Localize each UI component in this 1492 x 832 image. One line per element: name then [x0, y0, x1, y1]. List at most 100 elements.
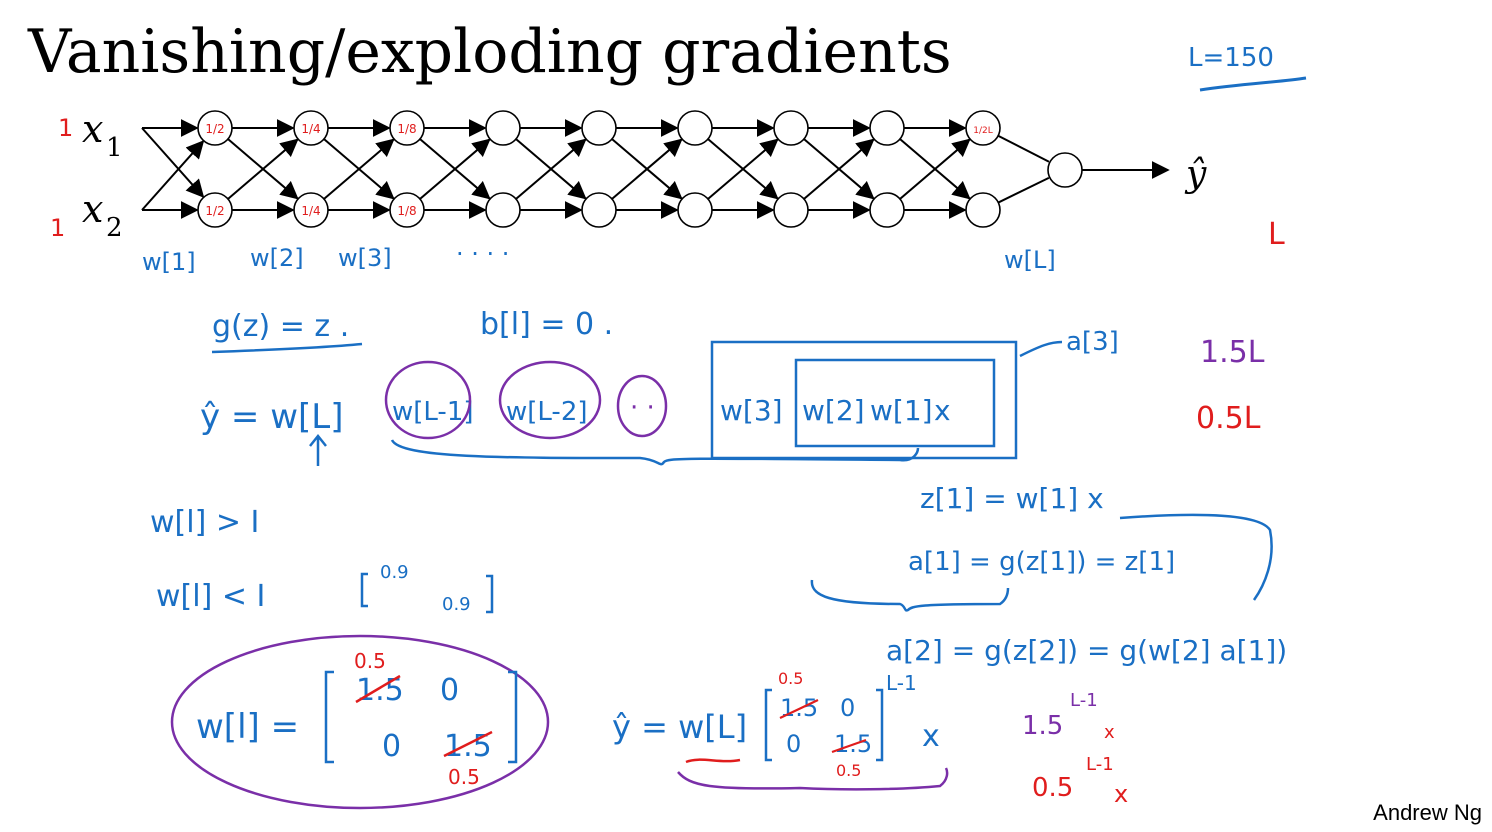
yhat-product-lhs: ŷ = w[L] [200, 397, 344, 437]
node-annotation: 1/2L [973, 126, 993, 136]
red-result: 0.5 [1032, 773, 1073, 803]
yhat-product-w-L1: w[L-1] [392, 397, 474, 427]
yhat-matrix-10: 0 [786, 730, 801, 758]
red-exp: 0.5L [1196, 401, 1261, 436]
weight-label-1: w[1] [142, 248, 196, 276]
product-brace [390, 439, 920, 466]
hidden-node [869, 192, 905, 228]
edge [611, 138, 683, 200]
w-L-squiggle [685, 758, 741, 764]
yhat-matrix-brackets [764, 688, 884, 762]
yhat-product: ŷ = w[L] w[L-1] w[L-2] · · w[3] w[2] w[1… [200, 393, 951, 466]
up-arrow [309, 433, 327, 466]
weight-label-L: w[L] [1004, 246, 1056, 274]
hidden-node [773, 110, 809, 146]
box-outer [710, 340, 1018, 460]
small-matrix-brackets [360, 572, 494, 614]
yhat-product-dots: · · [630, 393, 655, 423]
bias-note: b[l] = 0 . [480, 307, 613, 342]
hidden-node [581, 192, 617, 228]
L-red: L [1268, 217, 1285, 252]
yhat-matrix-red-top: 0.5 [778, 669, 803, 688]
w-matrix-10: 0 [382, 729, 401, 764]
yhat-underbrace [677, 767, 949, 791]
node-annotation: 1/4 [301, 122, 320, 136]
red-result-exp: L-1 [1086, 754, 1114, 775]
hidden-node [677, 110, 713, 146]
input-x2: 1 x 2 [50, 187, 123, 243]
node-annotation: 1/8 [397, 122, 416, 136]
circle-w-L1 [384, 360, 472, 440]
activation-underline [211, 342, 363, 354]
w-matrix-11: 1.5 [444, 729, 492, 764]
a1-equation: a[1] = g(z[1]) = z[1] [908, 547, 1175, 577]
hidden-node [197, 110, 233, 146]
purple-result: 1.5 [1022, 711, 1063, 741]
yhat-matrix-red-bottom: 0.5 [836, 761, 861, 780]
hidden-node [293, 192, 329, 228]
input-2-note: 1 [50, 214, 65, 242]
credit: Andrew Ng [1373, 800, 1482, 825]
L-value-underline [1199, 76, 1307, 92]
w-matrix-label: w[l] = [196, 707, 299, 747]
node-annotation: 1/2 [205, 122, 224, 136]
circle-w-L2 [498, 360, 602, 440]
edge [141, 140, 205, 211]
w-matrix-circle [170, 634, 550, 810]
purple-result-x: x [1104, 722, 1115, 743]
edge [997, 176, 1050, 204]
input-2-sub: 2 [106, 213, 123, 243]
a1-connector [1119, 513, 1273, 601]
a2-equation: a[2] = g(z[2]) = g(w[2] a[1]) [886, 634, 1287, 667]
yhat-product-w2: w[2] [802, 394, 865, 427]
slide-title: Vanishing/exploding gradients [28, 17, 952, 87]
red-result-x: x [1114, 780, 1128, 808]
box-inner [794, 358, 996, 448]
yhat-product-x: x [934, 394, 951, 427]
z1-equation: z[1] = w[1] x [920, 482, 1104, 515]
output-node [1047, 152, 1083, 188]
yhat-exponent: L-1 [886, 671, 917, 695]
yhat-matrix-strikes [779, 699, 867, 754]
L-value: L=150 [1188, 43, 1274, 73]
edge [515, 138, 587, 200]
edge [227, 138, 299, 200]
hidden-node [773, 192, 809, 228]
input-1-label: x [82, 107, 103, 151]
yhat-product-w1: w[1] [870, 394, 933, 427]
input-1-sub: 1 [106, 133, 123, 163]
network-edges [141, 119, 1170, 219]
hidden-node [581, 110, 617, 146]
input-1-note: 1 [58, 114, 73, 142]
w-matrix-brackets [324, 670, 518, 764]
node-annotation: 1/4 [301, 204, 320, 218]
a1-brace [810, 579, 1010, 612]
hidden-node [389, 192, 425, 228]
edge [141, 127, 205, 198]
yhat-product-w3: w[3] [720, 394, 783, 427]
input-x1: 1 x 1 [58, 107, 123, 163]
yhat-expansion-label: ŷ = w[L] [612, 708, 747, 746]
edge [803, 138, 875, 200]
purple-result-exp: L-1 [1070, 690, 1098, 711]
yhat-product-w-L2: w[L-2] [506, 397, 588, 427]
weight-labels: w[1] w[2] w[3] · · · · w[L] [142, 240, 1056, 276]
network-nodes: 1/21/21/41/41/81/81/2L [197, 110, 1083, 228]
w-matrix-red-top: 0.5 [354, 649, 386, 673]
weight-label-dots: · · · · [456, 240, 509, 268]
a3-pointer [1019, 340, 1063, 358]
w-matrix-red-bottom: 0.5 [448, 765, 480, 789]
hidden-node [197, 192, 233, 228]
a3-label: a[3] [1066, 327, 1119, 357]
edge [419, 138, 491, 200]
w-lt-I: w[l] < I [156, 579, 265, 614]
hidden-node [965, 192, 1001, 228]
hidden-node [677, 192, 713, 228]
purple-exp: 1.5L [1200, 335, 1265, 370]
weight-label-3: w[3] [338, 244, 392, 272]
circle-dots [616, 374, 668, 438]
hidden-node [869, 110, 905, 146]
yhat-matrix-01: 0 [840, 694, 855, 722]
small-matrix-a: 0.9 [380, 562, 409, 583]
